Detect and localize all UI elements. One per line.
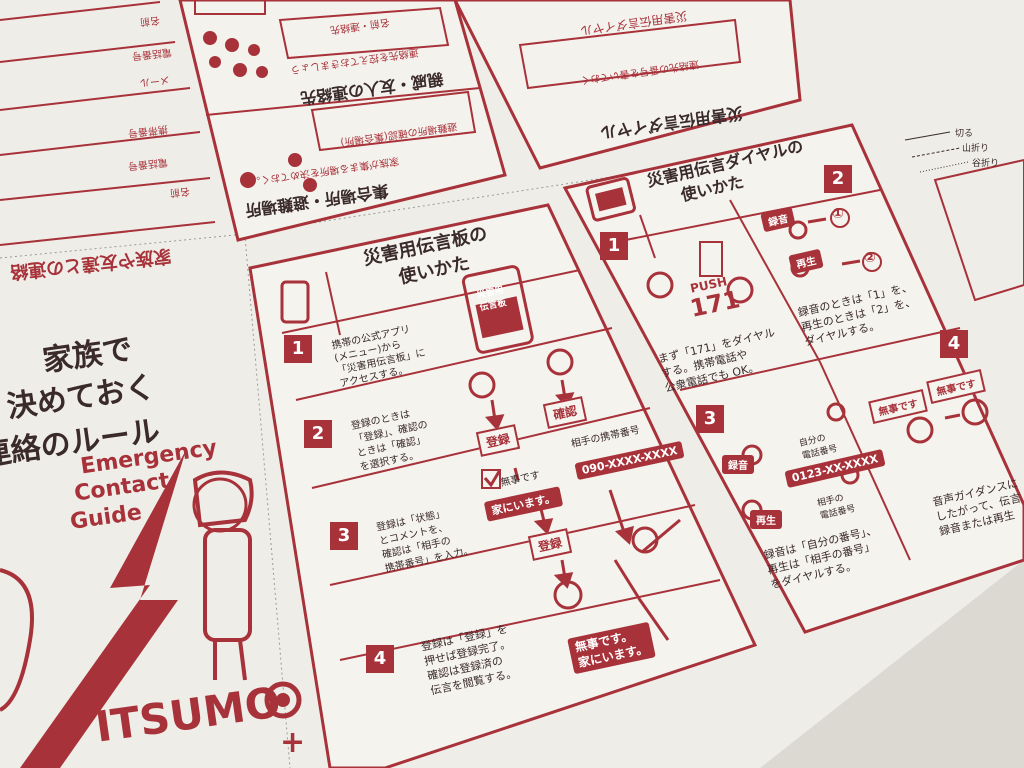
legend-mountain-fold: 山折り: [962, 144, 990, 154]
flipped-form-label: 名前: [169, 184, 191, 199]
svg-text:+: +: [280, 725, 305, 760]
legend-valley-fold: 谷折り: [972, 159, 1000, 169]
step3-record-label: 録音: [722, 455, 754, 474]
board-device-label: 災害用 伝言板: [476, 285, 508, 314]
legend-cut: 切る: [955, 129, 974, 139]
dial-step-number: 2: [824, 165, 852, 193]
board-step-number: 2: [304, 420, 332, 448]
dial-step-number: 3: [696, 405, 724, 433]
record-number: ①: [832, 206, 844, 222]
step3-play-label: 再生: [750, 510, 782, 529]
board-step-number: 1: [284, 335, 312, 363]
play-number: ②: [864, 250, 876, 266]
flipped-form-label: メール: [139, 73, 171, 88]
board-step-number: 3: [330, 522, 358, 550]
dial-step-number: 1: [600, 232, 628, 260]
dial-step-number: 4: [940, 330, 968, 358]
board-step-number: 4: [366, 645, 394, 673]
flipped-form-label: 名前: [139, 13, 161, 28]
